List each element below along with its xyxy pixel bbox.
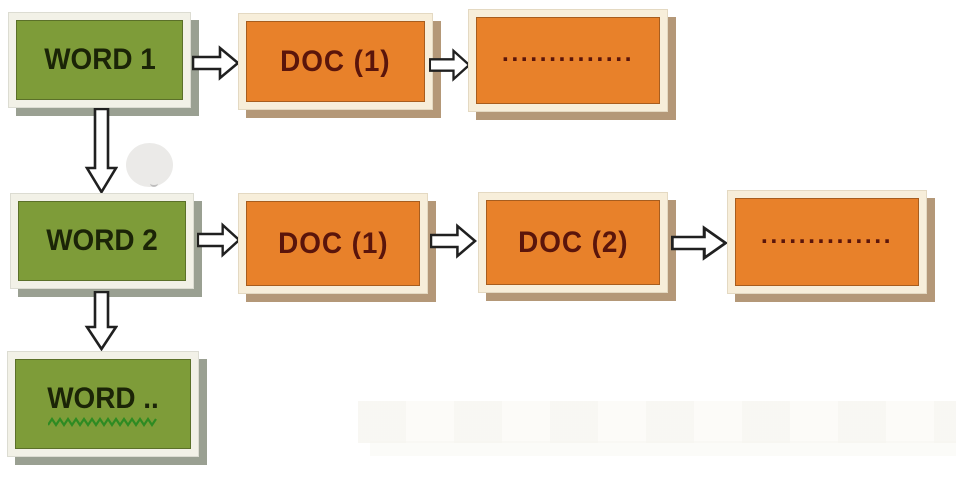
node-word2-label: WORD 2 bbox=[46, 224, 158, 257]
node-word-more-label: WORD .. bbox=[47, 381, 159, 415]
node-row1-doc1-label: DOC (1) bbox=[280, 44, 391, 78]
faded-watermark-band bbox=[370, 441, 956, 456]
arrow-right-icon bbox=[430, 223, 477, 259]
node-row2-ellipsis-fill: .............. bbox=[735, 198, 919, 286]
node-row2-doc1-label: DOC (1) bbox=[277, 226, 389, 260]
node-row2-doc2-fill: DOC (2) bbox=[486, 200, 660, 285]
node-row1-doc1: DOC (1) bbox=[238, 13, 433, 110]
arrow-right-icon bbox=[192, 45, 240, 81]
node-row2-doc1: DOC (1) bbox=[238, 193, 428, 294]
arrow-right-icon bbox=[429, 48, 471, 82]
node-row2-doc1-fill: DOC (1) bbox=[246, 201, 420, 286]
arrow-right-icon bbox=[197, 222, 241, 258]
node-row2-doc2: DOC (2) bbox=[478, 192, 668, 293]
node-word1-label: WORD 1 bbox=[43, 43, 156, 76]
smudge-mark bbox=[150, 180, 158, 187]
node-row2-doc2-label: DOC (2) bbox=[517, 225, 629, 259]
arrow-right-icon bbox=[671, 225, 728, 261]
node-word-more-fill: WORD .. bbox=[15, 359, 191, 449]
node-word2-fill: WORD 2 bbox=[18, 201, 186, 281]
node-row1-ellipsis: .............. bbox=[468, 9, 668, 112]
node-row1-doc1-fill: DOC (1) bbox=[246, 21, 425, 102]
arrow-down-icon bbox=[84, 291, 118, 351]
faded-watermark-band bbox=[358, 401, 956, 443]
node-row2-ellipsis: .............. bbox=[727, 190, 927, 294]
node-word2: WORD 2 bbox=[10, 193, 194, 289]
node-word-more: WORD .. bbox=[7, 351, 199, 457]
node-word1-fill: WORD 1 bbox=[16, 20, 183, 100]
arrow-down-icon bbox=[84, 108, 118, 194]
node-row1-ellipsis-fill: .............. bbox=[476, 17, 660, 104]
squiggle-underline bbox=[48, 416, 157, 427]
node-row2-ellipsis-label: .............. bbox=[760, 220, 894, 249]
node-word1: WORD 1 bbox=[8, 12, 191, 108]
node-row1-ellipsis-label: .............. bbox=[501, 39, 635, 67]
watermark-smudge bbox=[126, 143, 173, 187]
